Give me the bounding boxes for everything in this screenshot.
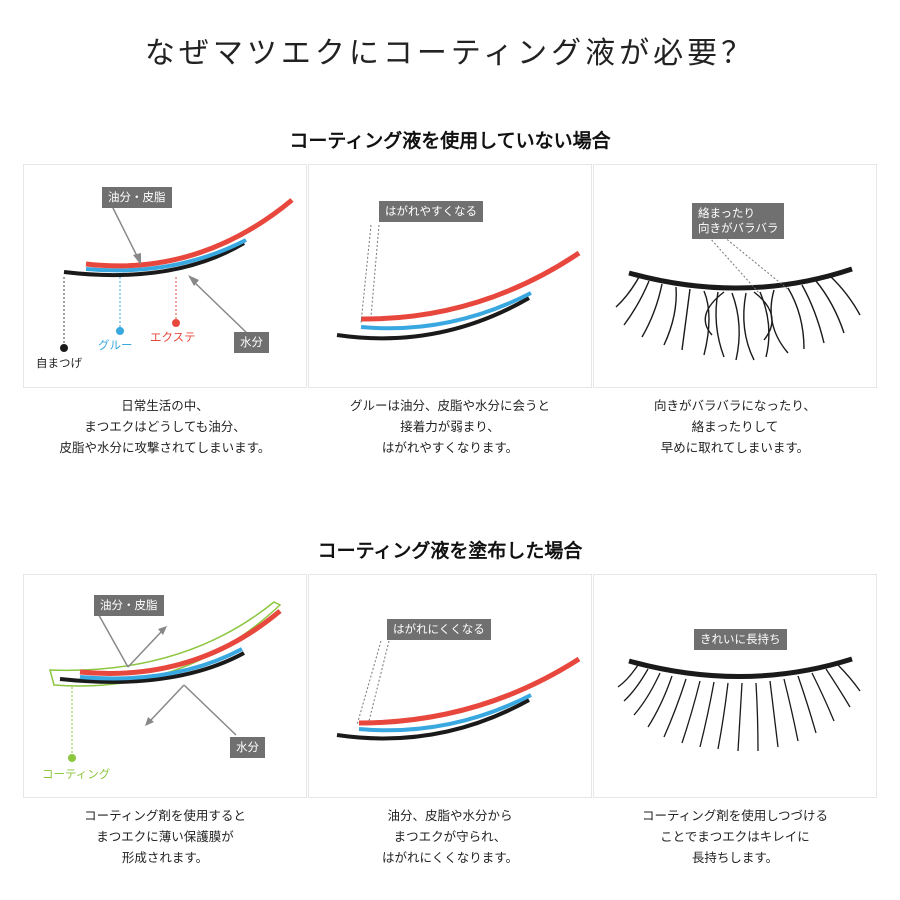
lash-diagram-coating (49, 601, 282, 762)
lash-diagram-tangled (615, 236, 861, 361)
lash-diagram-peeling (336, 224, 581, 341)
label-glue: グルー (98, 338, 133, 352)
panel-without-coating-attack: 油分・皮脂 水分 自まつげ グルー エクステ (23, 164, 307, 388)
lash-diagram-attack (60, 198, 294, 352)
tag-oil-sebum: 油分・皮脂 (102, 187, 172, 208)
caption-with-coating-lasting: コーティング剤を使用しつづける ことでまつエクはキレイに 長持ちします。 (641, 808, 828, 865)
panel-with-coating-lasting: きれいに長持ち (593, 574, 877, 798)
caption-with-coating-protect: コーティング剤を使用すると まつエクに薄い保護膜が 形成されます。 (84, 808, 246, 865)
panel-with-coating-secure: はがれにくくなる (308, 574, 592, 798)
label-natural-lash: 自まつげ (36, 356, 82, 370)
panel-without-coating-peeling: はがれやすくなる (308, 164, 592, 388)
tag-water-coated: 水分 (230, 737, 265, 758)
tag-water: 水分 (234, 332, 269, 353)
tag-hard-to-peel: はがれにくくなる (387, 619, 491, 640)
caption-without-coating-tangled: 向きがバラバラになったり、 絡まったりして 早めに取れてしまいます。 (654, 398, 816, 455)
panel-without-coating-tangled: 絡まったり 向きがバラバラ (593, 164, 877, 388)
panel-with-coating-protect: 油分・皮脂 水分 コーティング (23, 574, 307, 798)
caption-with-coating-secure: 油分、皮脂や水分から まつエクが守られ、 はがれにくくなります。 (381, 808, 518, 865)
lash-diagram-lasting (617, 656, 861, 752)
tag-long-lasting: きれいに長持ち (694, 629, 787, 650)
tag-tangled: 絡まったり 向きがバラバラ (692, 203, 785, 239)
section-heading-with-coating: コーティング液を塗布した場合 (317, 540, 583, 562)
label-coating: コーティング (42, 767, 111, 781)
section-heading-without-coating: コーティング液を使用していない場合 (289, 130, 611, 152)
caption-without-coating-peeling: グルーは油分、皮脂や水分に会うと 接着力が弱まり、 はがれやすくなります。 (349, 398, 550, 455)
tag-oil-sebum-coated: 油分・皮脂 (94, 595, 164, 616)
caption-without-coating-attack: 日常生活の中、 まつエクはどうしても油分、 皮脂や水分に攻撃されてしまいます。 (59, 398, 271, 455)
page-title: なぜマツエクにコーティング液が必要？ (144, 36, 756, 71)
tag-peels-easily: はがれやすくなる (379, 201, 483, 222)
lash-diagram-secure (336, 640, 581, 741)
label-extension: エクステ (150, 330, 196, 344)
